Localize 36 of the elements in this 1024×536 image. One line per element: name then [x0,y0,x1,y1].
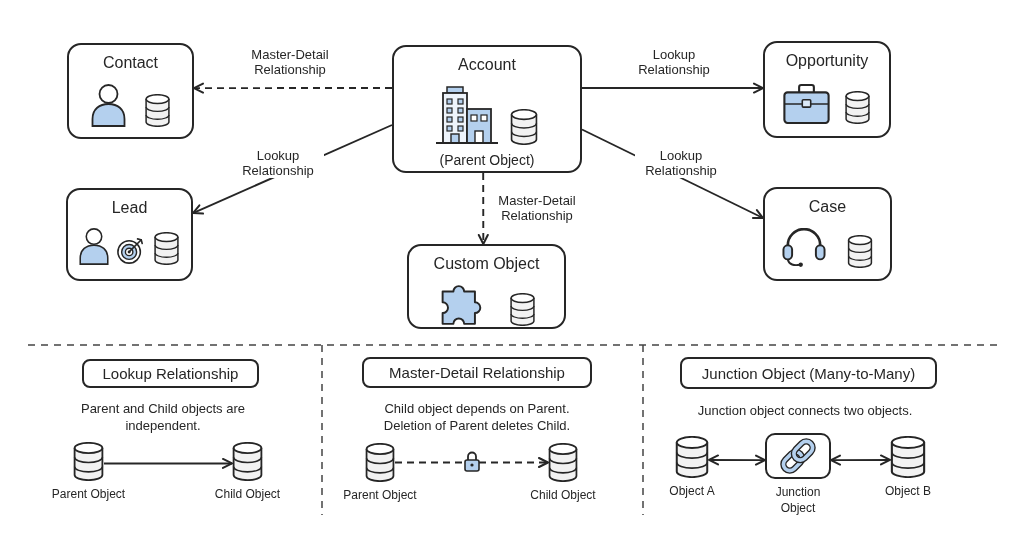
object-caption: Object B [883,483,933,499]
section-heading: Lookup Relationship [82,359,259,388]
database-cylinder [365,443,395,482]
junction-tile [765,433,831,479]
card-title: Contact [102,53,159,73]
database-cylinder [548,443,578,482]
database-cylinder [675,436,709,478]
card-title: Lead [111,198,148,218]
object-card [66,188,193,281]
database-cylinder [232,442,263,481]
arrow [394,457,549,468]
object-card [67,43,194,139]
database-cylinder [890,436,926,478]
card-title: Account [458,55,516,75]
object-caption: Object A [667,483,717,499]
object-caption: Child Object [212,486,283,502]
object-caption: Parent Object [341,487,419,503]
section-heading: Junction Object (Many-to-Many) [680,357,937,389]
double-arrow [708,454,766,466]
object-card [407,244,566,329]
section-heading: Master-Detail Relationship [362,357,592,388]
object-caption: Child Object [528,487,598,503]
object-caption: Parent Object [49,486,128,502]
arrow [193,82,393,94]
card-title: Case [808,197,847,217]
object-card [763,41,891,138]
object-card [392,45,582,173]
arrow [103,457,233,469]
database-cylinder [73,442,104,481]
card-subtitle: (Parent Object) [439,151,535,169]
object-card [763,187,892,281]
arrow [581,82,764,94]
arrow [477,172,489,245]
card-title: Custom Object [433,254,540,274]
card-title: Opportunity [785,51,869,71]
double-arrow [830,454,891,466]
